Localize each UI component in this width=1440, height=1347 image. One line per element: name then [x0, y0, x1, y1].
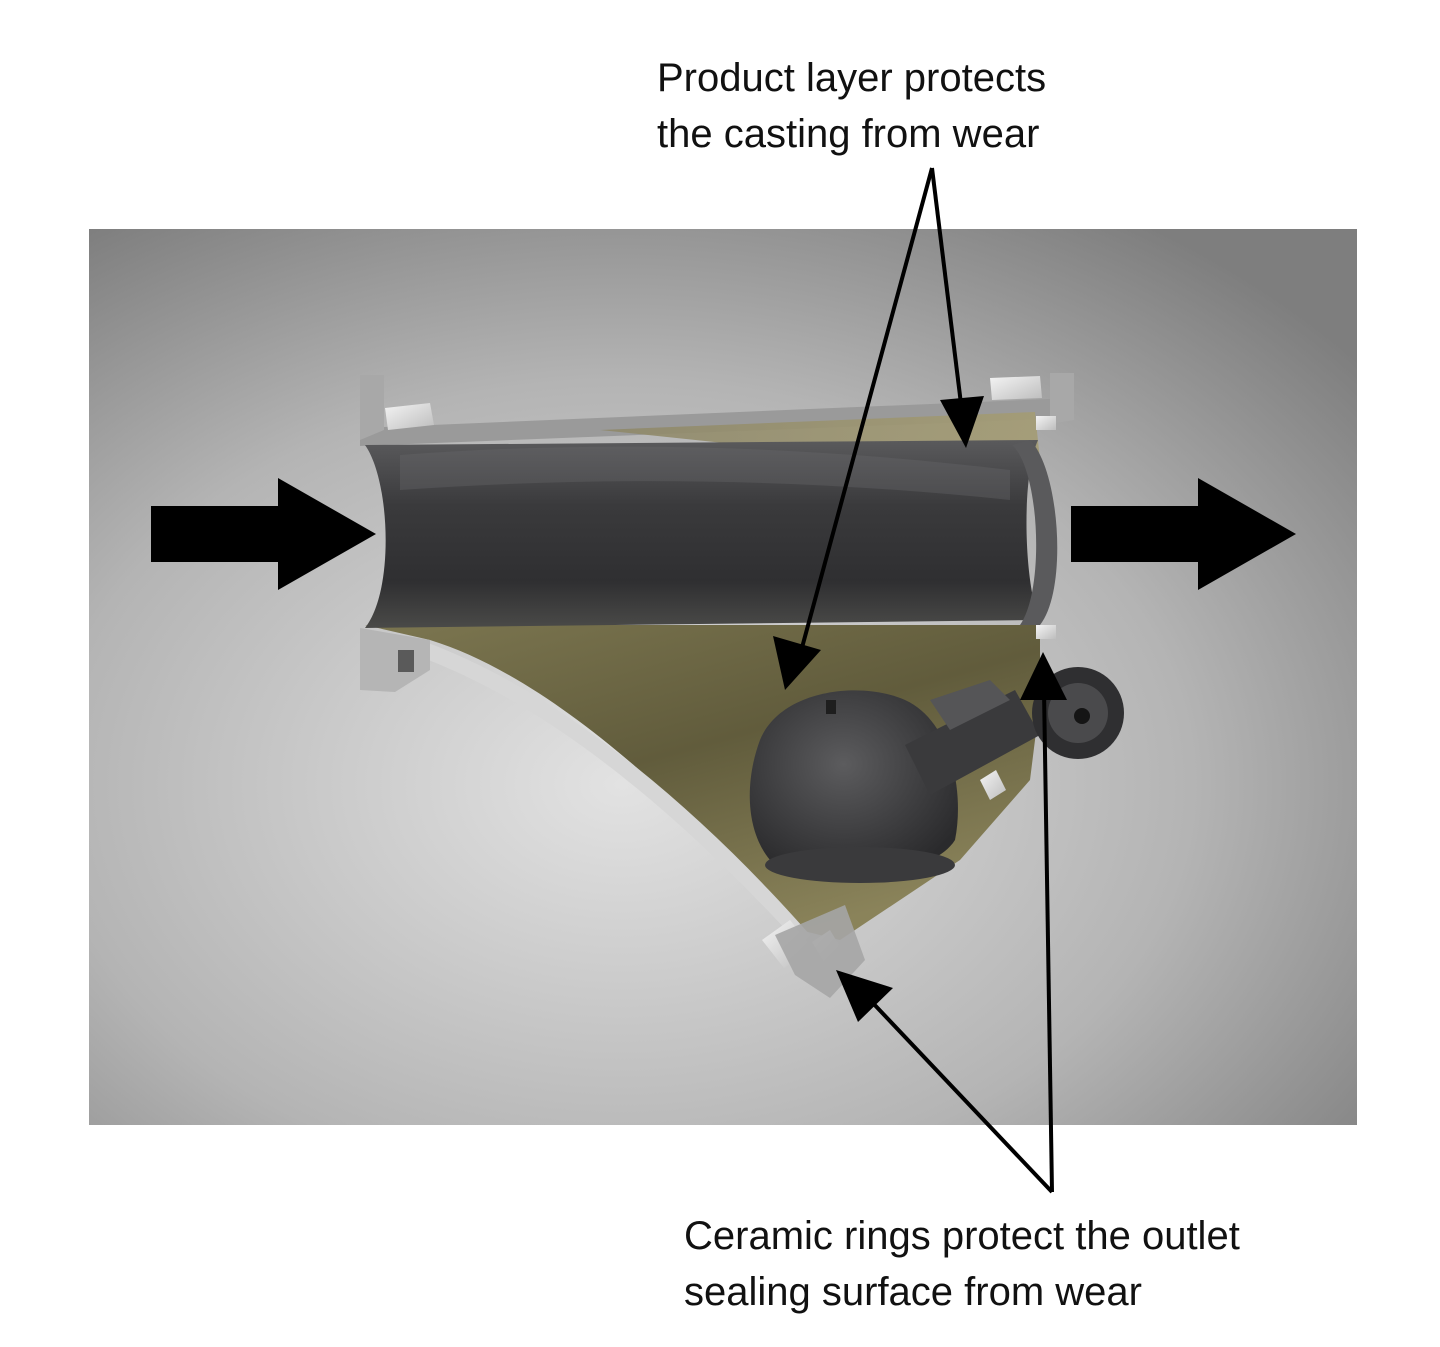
pipe-bore — [365, 440, 1040, 628]
ceramic-ring-outlet-upper-seal — [1036, 416, 1056, 430]
valve-disc — [749, 690, 958, 883]
inlet-flange-bottom — [360, 628, 430, 692]
ceramic-ring-outlet-lower-seal — [1036, 625, 1056, 639]
product-layer-annotation-line1: Product layer protects — [657, 56, 1047, 100]
ceramic-rings-annotation-line1: Ceramic rings protect the outlet — [684, 1214, 1240, 1258]
outlet-flange-top — [1050, 373, 1074, 424]
flow-in-arrow — [151, 478, 376, 590]
ceramic-rings-annotation: Ceramic rings protect the outlet sealing… — [684, 1208, 1240, 1320]
valve-disc-dome — [749, 690, 958, 876]
valve-arm — [905, 690, 1040, 795]
outlet-bore-ring — [1012, 440, 1058, 625]
ceramic-rings-annotation-line2: sealing surface from wear — [684, 1270, 1142, 1314]
inlet-flange-top — [360, 375, 384, 440]
product-layer-annotation-line2: the casting from wear — [657, 112, 1040, 156]
flow-out-arrow — [1071, 478, 1296, 590]
ceramic-ring-outlet-top — [990, 376, 1042, 400]
pipe-highlight — [400, 446, 1010, 500]
inlet-flange-notch — [398, 650, 414, 672]
casting-bottom-wall — [415, 640, 810, 945]
casting-top-wall — [360, 398, 1072, 446]
ceramic-ring-inlet-top — [385, 403, 434, 430]
valve-disc-rim — [765, 847, 955, 883]
ceramic-ring-side — [980, 770, 1006, 800]
valve-disc-cap — [826, 700, 836, 714]
valve-arm-shadow — [930, 680, 1010, 730]
ceramic-rings-callout-lines — [836, 652, 1067, 1194]
product-layer-annotation: Product layer protects the casting from … — [657, 50, 1046, 162]
product-layer-callout-lines — [773, 167, 984, 690]
